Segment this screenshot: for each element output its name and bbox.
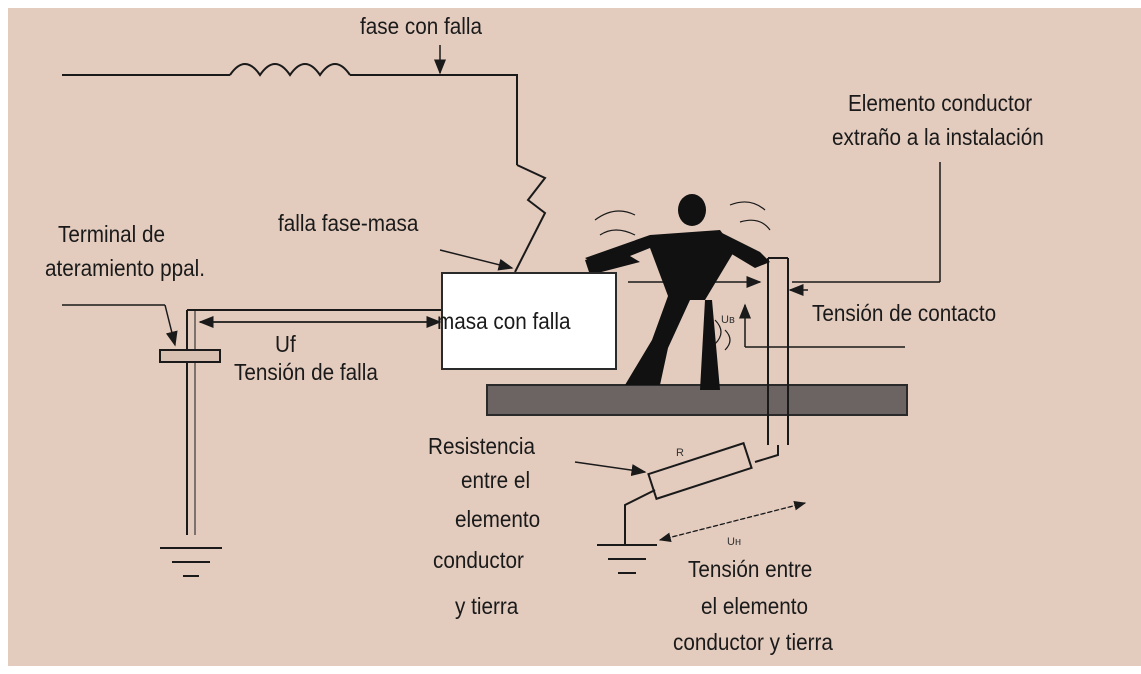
person-silhouette bbox=[585, 194, 770, 390]
label-tension-entre-2: conductor y tierra bbox=[673, 629, 833, 655]
phase-wire-2 bbox=[350, 74, 518, 165]
resistor-wire-2 bbox=[624, 489, 656, 545]
ground-symbol-right bbox=[597, 544, 657, 574]
label-uf: Uf bbox=[275, 331, 296, 357]
label-fase-con-falla: fase con falla bbox=[360, 13, 482, 39]
label-ateramiento: ateramiento ppal. bbox=[45, 255, 205, 281]
inductor-coil bbox=[229, 63, 351, 77]
resistor bbox=[647, 441, 753, 501]
main-ground-terminal bbox=[159, 349, 221, 363]
label-tension-entre-1: el elemento bbox=[701, 593, 809, 619]
terminal-pointer-arrow bbox=[164, 304, 178, 347]
label-masa-con-falla: masa con falla bbox=[437, 308, 571, 334]
label-tension-falla: Tensión de falla bbox=[234, 359, 378, 385]
label-resistencia-1: entre el bbox=[461, 467, 531, 493]
floor-slab bbox=[486, 384, 908, 416]
label-uh: Uʜ bbox=[727, 536, 742, 548]
label-terminal-de: Terminal de bbox=[58, 221, 166, 247]
label-extrano-instalacion: extraño a la instalación bbox=[832, 124, 1044, 150]
faulted-enclosure bbox=[441, 272, 617, 370]
uh-arrow bbox=[659, 501, 807, 541]
label-ub: Uʙ bbox=[721, 314, 735, 326]
label-resistencia-0: Resistencia bbox=[428, 433, 536, 459]
label-resistencia-2: elemento bbox=[455, 506, 541, 532]
resistencia-arrow bbox=[574, 461, 647, 477]
label-resistencia-3: conductor bbox=[433, 547, 524, 573]
ground-symbol-left bbox=[160, 547, 222, 577]
label-resistencia-4: y tierra bbox=[455, 593, 519, 619]
label-falla-fase-masa: falla fase-masa bbox=[278, 210, 419, 236]
label-tension-contacto: Tensión de contacto bbox=[812, 300, 997, 326]
label-r: R bbox=[676, 447, 684, 459]
resistor-wire bbox=[754, 445, 779, 463]
fault-bolt bbox=[514, 164, 547, 273]
falla-fase-masa-arrow bbox=[439, 249, 514, 271]
uh-arrow-back bbox=[658, 502, 806, 542]
shock-lines bbox=[594, 201, 771, 351]
conductive-element bbox=[767, 257, 789, 445]
label-elemento-conductor: Elemento conductor bbox=[848, 90, 1033, 116]
label-tension-entre-0: Tensión entre bbox=[688, 556, 813, 582]
